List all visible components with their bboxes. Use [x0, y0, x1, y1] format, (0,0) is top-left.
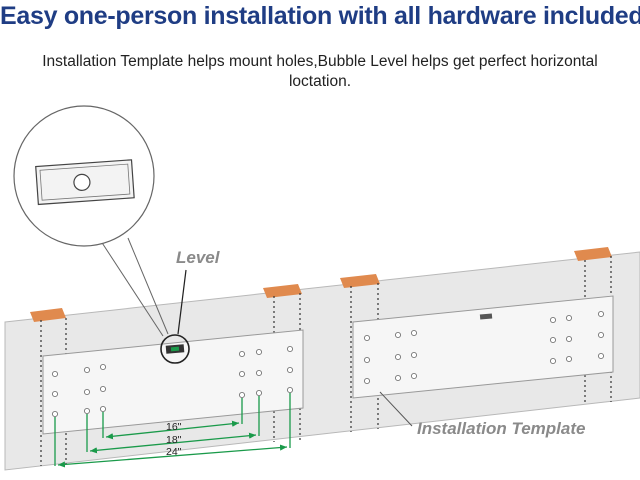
- installation-template-label: Installation Template: [417, 419, 585, 438]
- headline: Easy one-person installation with all ha…: [0, 2, 640, 30]
- measure-24-label: 24": [166, 446, 182, 458]
- measure-16-label: 16": [166, 421, 182, 433]
- level-pointer: [177, 269, 187, 335]
- stud-lines: [40, 256, 612, 466]
- bubble-level-icon: [165, 344, 185, 354]
- measurement-lines: 16" 18" 24": [54, 393, 291, 468]
- measure-18-label: 18": [166, 434, 182, 446]
- magnifier-circle: [13, 105, 169, 337]
- template-holes-left: [51, 345, 294, 418]
- stud-tops: [30, 247, 612, 322]
- installation-template-right: [352, 295, 614, 399]
- description: Installation Template helps mount holes,…: [42, 53, 598, 90]
- installation-template-left: [42, 329, 304, 435]
- level-highlight-circle: [160, 334, 190, 364]
- measure-24-line: [57, 444, 288, 468]
- level-label: Level: [176, 248, 221, 267]
- level-marker-right: [479, 313, 493, 320]
- template-holes-right: [363, 310, 605, 385]
- template-pointer: [379, 391, 413, 427]
